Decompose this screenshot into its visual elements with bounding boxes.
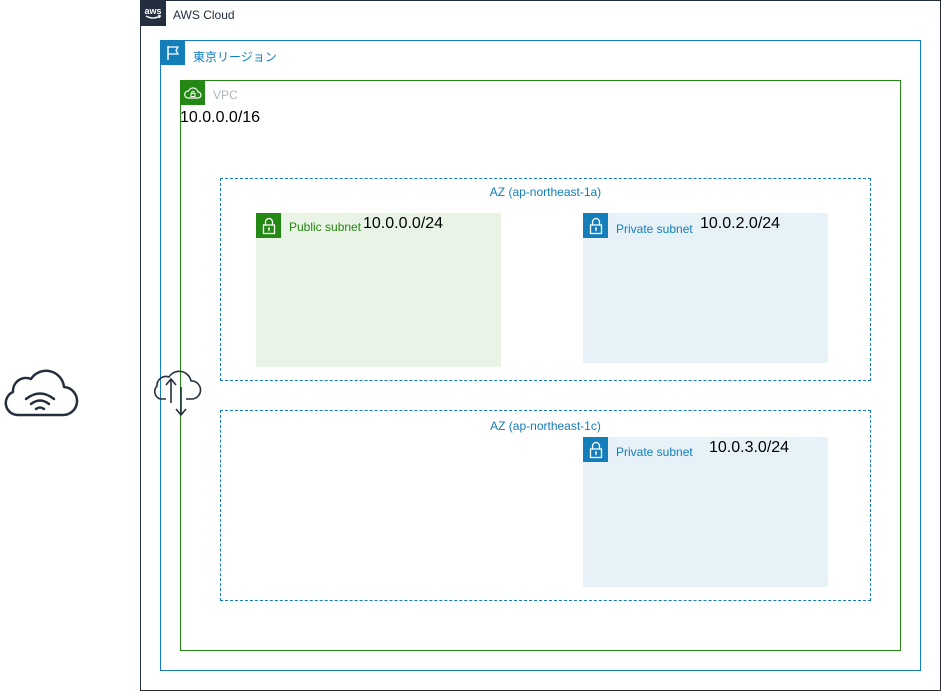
private-subnet-1c xyxy=(583,437,828,587)
public-subnet-cidr: 10.0.0.0/24 xyxy=(363,215,444,232)
region-flag-icon xyxy=(160,40,185,65)
public-subnet-label: Public subnet xyxy=(289,220,362,234)
private-subnet-cidr: 10.0.2.0/24 xyxy=(700,215,781,232)
aws-cloud-label: AWS Cloud xyxy=(173,8,235,22)
aws-logo-icon: aws xyxy=(140,0,166,26)
vpc-group xyxy=(180,80,901,651)
internet-cloud-icon xyxy=(0,365,80,420)
public-subnet-1a xyxy=(256,213,501,367)
lock-icon xyxy=(583,437,608,462)
region-group xyxy=(160,40,921,671)
lock-icon xyxy=(256,213,281,238)
vpc-cidr: 10.0.0.0/16 xyxy=(180,109,261,126)
svg-text:aws: aws xyxy=(144,6,161,16)
region-label: 東京リージョン xyxy=(193,50,277,64)
az-label-1c: AZ (ap-northeast-1c) xyxy=(490,419,601,433)
internet-gateway-icon xyxy=(149,366,203,420)
az-group-1c xyxy=(220,410,871,601)
private-subnet-label: Private subnet xyxy=(616,222,693,236)
lock-icon xyxy=(583,213,608,238)
vpc-cloud-lock-icon xyxy=(180,80,205,105)
az-group-1a xyxy=(220,178,871,381)
private-subnet-1a xyxy=(583,213,828,363)
private-subnet-label: Private subnet xyxy=(616,445,693,459)
private-subnet-cidr: 10.0.3.0/24 xyxy=(709,439,790,456)
az-label-1a: AZ (ap-northeast-1a) xyxy=(489,185,602,199)
vpc-label: VPC xyxy=(213,88,238,102)
